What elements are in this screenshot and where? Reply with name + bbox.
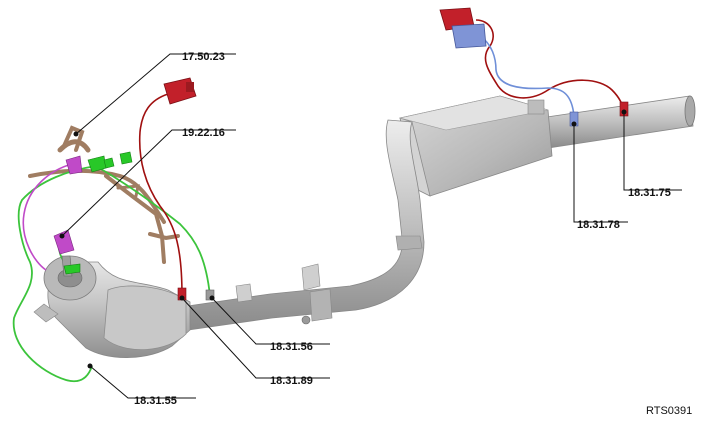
sensor-19-22-16 — [53, 229, 81, 277]
callout-leaders — [59, 53, 682, 399]
pipe-clamp — [309, 288, 333, 322]
callout-18-31-75: 18.31.75 — [628, 187, 671, 199]
red-connector-upstream — [163, 77, 197, 105]
callout-18-31-56: 18.31.56 — [270, 341, 313, 353]
rear-red-wire — [475, 19, 625, 111]
red-sensor-wire — [138, 93, 183, 297]
muffler-bracket — [527, 99, 545, 115]
callout-18-31-78: 18.31.78 — [577, 219, 620, 231]
callout-17-50-23: 17.50.23 — [182, 51, 225, 63]
green-connectors — [87, 151, 133, 173]
rear-blue-connector — [451, 23, 487, 49]
rear-blue-wire — [479, 35, 575, 117]
figure-reference: RTS0391 — [646, 405, 692, 417]
magenta-wire — [22, 163, 73, 271]
tail-pipe — [539, 95, 696, 149]
callout-19-22-16: 19.22.16 — [182, 127, 225, 139]
magenta-clip — [65, 155, 83, 175]
callout-18-31-55: 18.31.55 — [134, 395, 177, 407]
catalytic-converter — [33, 255, 191, 358]
sensor-18-31-56 — [205, 289, 215, 301]
mounting-hanger — [301, 263, 321, 291]
callout-18-31-89: 18.31.89 — [270, 375, 313, 387]
intermediate-pipe — [187, 119, 425, 331]
rear-muffler — [399, 95, 553, 197]
